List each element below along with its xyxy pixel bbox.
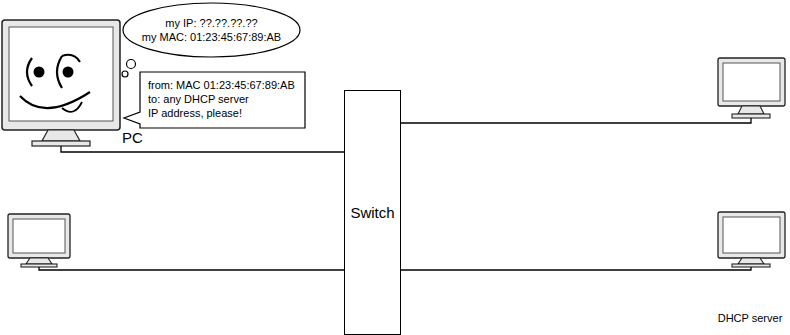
computer-monitor	[400, 58, 785, 123]
monitor-screen	[723, 63, 780, 101]
monitor-base	[32, 141, 90, 146]
monitor-stand	[738, 258, 764, 264]
face-eye	[57, 56, 62, 88]
device-label: DHCP server	[718, 312, 783, 325]
network-cable	[401, 270, 712, 271]
thought-bubble: my IP: ??.??.??.??my MAC: 01:23:45:67:89…	[122, 2, 301, 58]
monitor-stand	[738, 106, 764, 114]
bubble-outline	[123, 3, 300, 57]
monitor-frame	[2, 20, 120, 130]
monitor-base	[21, 264, 57, 267]
monitor-frame	[8, 214, 70, 258]
monitor-screen	[723, 217, 780, 253]
thought-dot	[127, 60, 136, 69]
cable-line	[150, 151, 344, 152]
device-label: PC	[122, 130, 143, 146]
face-pupil	[34, 67, 45, 78]
thought-text: my MAC: 01:23:45:67:89:AB	[142, 30, 281, 44]
speech-bubble: from: MAC 01:23:45:67:89:ABto: any DHCP …	[140, 72, 305, 128]
face-pupil	[63, 67, 74, 78]
thought-text: my IP: ??.??.??.??	[165, 16, 257, 30]
network-cable	[61, 146, 150, 152]
network-cable	[712, 267, 751, 270]
switch-label: Switch	[350, 204, 394, 222]
bubble-outline	[124, 72, 305, 128]
network-cable	[39, 267, 345, 270]
monitor-frame	[718, 58, 785, 106]
monitor-stand	[26, 258, 52, 264]
monitor-base	[732, 114, 770, 118]
cable-line	[401, 269, 712, 270]
face-eye	[27, 58, 32, 86]
message-text: from: MAC 01:23:45:67:89:AB	[148, 78, 295, 92]
message-text: to: any DHCP server	[148, 92, 249, 106]
network-cable	[150, 152, 344, 153]
message-text: IP address, please!	[148, 106, 242, 120]
face-brow	[62, 55, 80, 62]
network-cable	[400, 118, 751, 123]
server-monitor	[712, 212, 785, 270]
switch-box: Switch	[344, 90, 401, 335]
face-tongue	[62, 102, 82, 112]
monitor-stand	[42, 130, 80, 141]
pc-monitor	[2, 20, 150, 152]
monitor-screen	[9, 27, 113, 121]
monitor-screen	[13, 219, 65, 253]
monitor-base	[732, 264, 770, 267]
monitor-frame	[718, 212, 785, 258]
computer-monitor	[8, 214, 345, 270]
thought-dot	[122, 71, 128, 77]
server-node: DHCP server	[712, 208, 788, 332]
thought-outline	[122, 2, 301, 58]
